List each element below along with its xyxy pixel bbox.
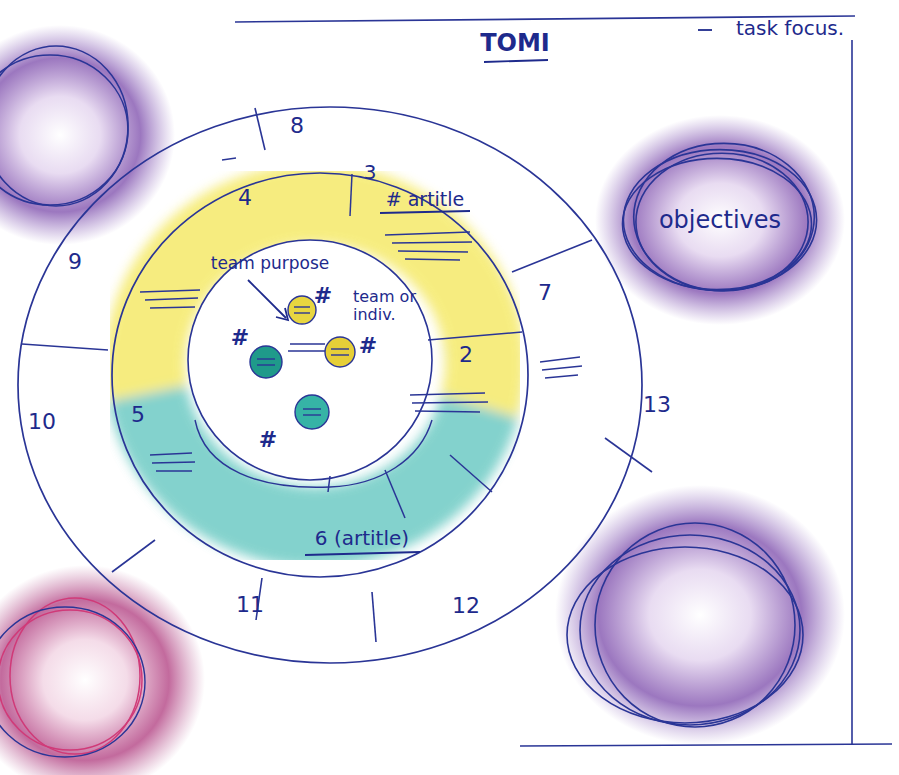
segment-number: 2 (459, 342, 473, 367)
member-note: team or indiv. (353, 288, 433, 325)
purpose-note: team purpose (211, 254, 330, 274)
hash-mark: # (314, 283, 332, 308)
hash-mark: # (231, 325, 249, 350)
segment-number: 13 (643, 392, 671, 417)
segment-number: 10 (28, 409, 56, 434)
hash-mark: # (259, 427, 277, 452)
segment-number: 5 (131, 402, 145, 427)
focus-note: task focus. (736, 17, 844, 40)
node-text: objectives (659, 206, 781, 234)
segment-note: # artitle (386, 189, 465, 211)
segment-number: 6 (artitle) (315, 527, 409, 550)
segment-number: 3 (364, 161, 377, 184)
segment-number: 4 (238, 185, 252, 210)
objective-circle: objectives (615, 140, 825, 300)
segment-number: 12 (452, 593, 480, 618)
segment-number: 11 (236, 592, 264, 617)
sketch-title: TOMI (480, 30, 550, 58)
segment-number: 8 (290, 113, 304, 138)
segment-number: 9 (68, 249, 82, 274)
hash-mark: # (359, 333, 377, 358)
segment-number: 7 (538, 280, 552, 305)
